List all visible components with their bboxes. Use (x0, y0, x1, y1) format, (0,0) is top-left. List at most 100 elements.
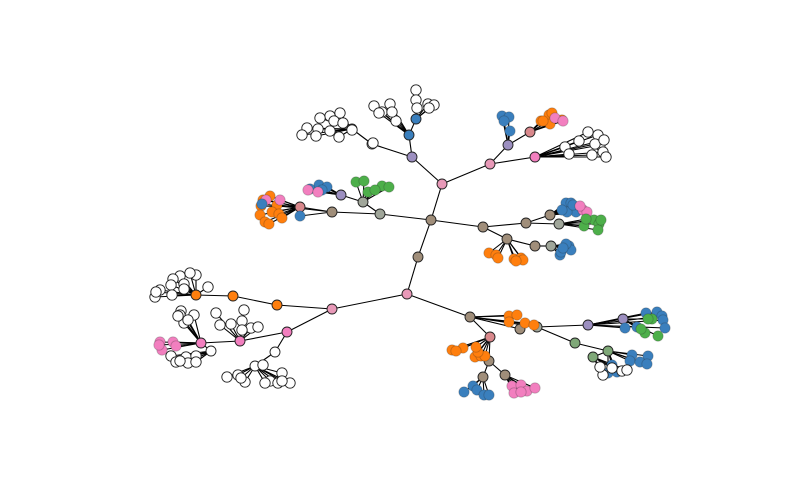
internal-node (269, 346, 281, 358)
leaf-node-white (150, 286, 162, 298)
tree-edge (379, 213, 432, 221)
leaf-node-white (190, 356, 202, 368)
internal-node (553, 218, 565, 230)
tree-edge (195, 294, 234, 297)
leaf-node-pink (557, 115, 569, 127)
leaf-node-blue (557, 242, 569, 254)
tree-edge (200, 340, 241, 344)
internal-node (234, 335, 246, 347)
internal-node (410, 113, 422, 125)
internal-node (436, 178, 448, 190)
internal-node (271, 299, 283, 311)
internal-node (326, 303, 338, 315)
tree-edge (536, 324, 589, 328)
internal-node (477, 221, 489, 233)
leaf-node-white (346, 124, 358, 136)
internal-node (582, 319, 594, 331)
tree-edge (469, 316, 521, 330)
leaf-node-white (594, 361, 606, 373)
internal-node (190, 289, 202, 301)
leaf-node-green (595, 214, 607, 226)
leaf-node-white (598, 134, 610, 146)
internal-node (545, 240, 557, 252)
leaf-node-pink (170, 340, 182, 352)
internal-node (335, 189, 347, 201)
leaf-node-white (310, 130, 322, 142)
tree-edge (525, 222, 560, 225)
leaf-node-green (635, 323, 647, 335)
internal-node (401, 288, 413, 300)
leaf-node-blue (458, 386, 470, 398)
leaf-node-blue (504, 125, 516, 137)
internal-node (374, 208, 386, 220)
leaf-node-orange (510, 255, 522, 267)
leaf-node-white (582, 126, 594, 138)
internal-node (587, 351, 599, 363)
leaf-node-orange (492, 252, 504, 264)
tree-edge (276, 304, 333, 310)
internal-node (502, 139, 514, 151)
leaf-node-blue (256, 198, 268, 210)
leaf-edge (558, 223, 599, 231)
tree-edge (331, 211, 381, 215)
internal-node (499, 369, 511, 381)
leaf-node-green (592, 224, 604, 236)
leaf-node-blue (659, 322, 671, 334)
leaf-node-pink (574, 200, 586, 212)
internal-node (524, 126, 536, 138)
tree-edge (430, 219, 484, 228)
internal-node (477, 371, 489, 383)
tree-edge (430, 183, 443, 221)
leaf-node-blue (619, 322, 631, 334)
leaf-node-white (166, 289, 178, 301)
internal-node (544, 209, 556, 221)
leaf-edge (161, 342, 202, 351)
internal-node (464, 311, 476, 323)
leaf-node-white (259, 377, 271, 389)
leaf-node-white (182, 314, 194, 326)
leaf-node-white (202, 281, 214, 293)
tree-edge (406, 293, 471, 318)
tree-edge (232, 295, 278, 306)
leaf-node-white (235, 372, 247, 384)
leaf-node-white (367, 137, 379, 149)
leaf-node-pink (515, 386, 527, 398)
leaf-node-green (369, 184, 381, 196)
tree-edge (417, 219, 432, 258)
leaf-node-white (411, 102, 423, 114)
internal-node (520, 217, 532, 229)
internal-node (403, 129, 415, 141)
leaf-node-green (652, 330, 664, 342)
leaf-node-white (373, 107, 385, 119)
leaf-node-white (238, 304, 250, 316)
internal-node (617, 313, 629, 325)
leaf-node-white (410, 84, 422, 96)
leaf-node-white (184, 267, 196, 279)
leaf-node-orange (528, 319, 540, 331)
internal-node (326, 206, 338, 218)
leaf-node-white (165, 279, 177, 291)
internal-node (425, 214, 437, 226)
internal-node (281, 326, 293, 338)
leaf-node-white (563, 148, 575, 160)
leaf-node-white (621, 364, 633, 376)
leaf-node-blue (294, 210, 306, 222)
tree-edge (331, 293, 408, 310)
leaf-node-white (236, 324, 248, 336)
leaf-node-white (214, 319, 226, 331)
nodes-layer (149, 84, 671, 401)
leaf-node-white (337, 117, 349, 129)
leaf-node-white (586, 149, 598, 161)
leaf-node-white (333, 131, 345, 143)
internal-node (529, 151, 541, 163)
leaf-node-orange (470, 341, 482, 353)
tree-edge (239, 331, 288, 342)
leaf-node-white (324, 125, 336, 137)
leaf-node-pink (153, 339, 165, 351)
leaf-node-blue (556, 204, 568, 216)
leaf-node-white (314, 112, 326, 124)
leaf-node-blue (641, 358, 653, 370)
leaf-node-white (600, 151, 612, 163)
